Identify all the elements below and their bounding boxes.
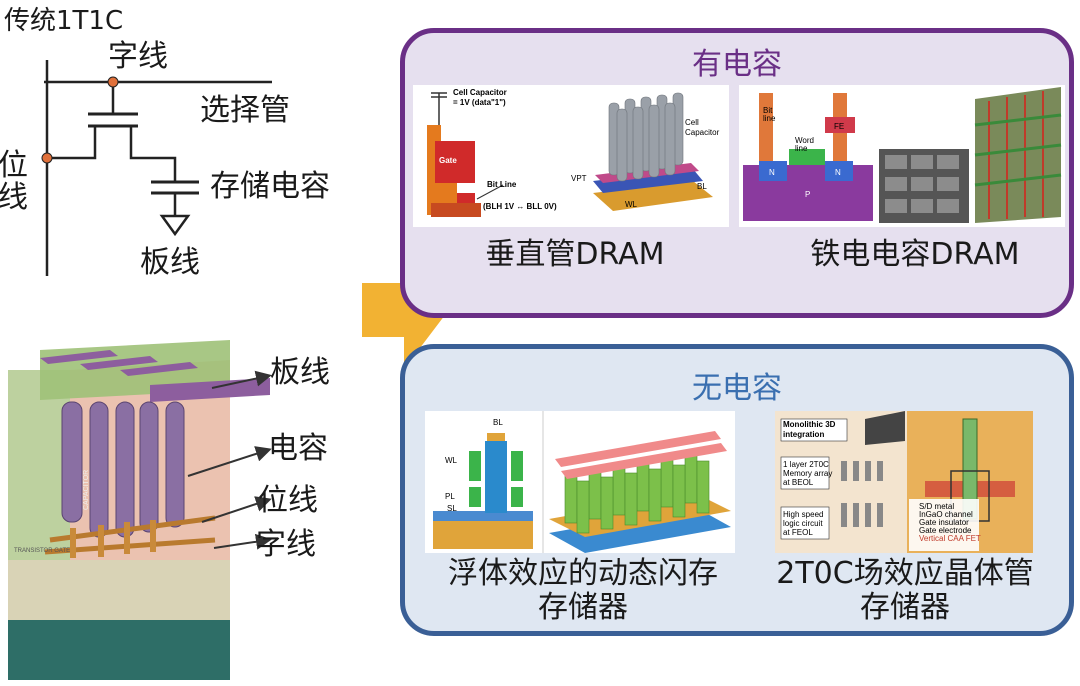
svg-text:FE: FE xyxy=(834,122,844,131)
capacitor-inner-text: CAPACITOR xyxy=(83,470,90,510)
bit-line-label: 位线 xyxy=(0,148,28,215)
2t0c-fet-memory-image: Monolithic 3D integration 1 layer 2T0C M… xyxy=(775,411,1033,553)
2t0c-memory-caption-line1: 2T0C场效应晶体管 xyxy=(776,556,1034,591)
svg-text:at FEOL: at FEOL xyxy=(783,528,813,537)
panel-without-capacitor-title: 无电容 xyxy=(692,371,782,406)
svg-text:PL: PL xyxy=(445,492,455,501)
svg-text:WL: WL xyxy=(625,200,638,209)
circuit-title: 传统1T1C xyxy=(4,6,124,36)
ferroelectric-capacitor-dram-image: Bit line FE Word line N N P xyxy=(739,85,1065,227)
svg-text:BL: BL xyxy=(493,418,503,427)
svg-text:BL: BL xyxy=(697,182,707,191)
panel-without-capacitor: 无电容 BL WL PL SL xyxy=(400,344,1074,636)
transistor-label: 选择管 xyxy=(200,93,290,128)
word-line-label: 字线 xyxy=(108,39,168,74)
svg-text:1 layer 2T0C: 1 layer 2T0C xyxy=(783,460,829,469)
capacitor-pillar xyxy=(115,401,135,538)
svg-text:N: N xyxy=(769,168,775,177)
panel-with-capacitor: 有电容 Cell Capacitor = 1V (data"1") Gate B… xyxy=(400,28,1074,318)
capacitor-pillar xyxy=(165,401,185,528)
bit-line-bar xyxy=(49,515,216,543)
svg-text:Cell Capacitor: Cell Capacitor xyxy=(453,88,507,97)
ferroelectric-capacitor-dram-caption: 铁电电容DRAM xyxy=(810,237,1020,272)
dram-3d-stack-illustration: CAPACITOR TRANSISTOR GATE xyxy=(8,340,270,680)
capacitor-label: 存储电容 xyxy=(210,169,330,204)
svg-text:N: N xyxy=(835,168,841,177)
plate-line-bar xyxy=(150,378,270,402)
svg-text:Gate: Gate xyxy=(439,156,457,165)
2t0c-memory-caption-line2: 存储器 xyxy=(860,590,950,625)
svg-text:S/D metal: S/D metal xyxy=(919,502,954,511)
svg-text:P: P xyxy=(805,190,810,199)
svg-text:line: line xyxy=(763,114,776,123)
svg-text:InGaO channel: InGaO channel xyxy=(919,510,973,519)
svg-text:integration: integration xyxy=(783,430,824,439)
svg-text:Bit Line: Bit Line xyxy=(487,180,517,189)
stack-word-line-label: 字线 xyxy=(256,527,316,562)
transistor-gate-inner-text: TRANSISTOR GATE xyxy=(14,548,70,554)
stack-label-arrows xyxy=(187,370,272,550)
svg-text:(BLH 1V ↔ BLL 0V): (BLH 1V ↔ BLL 0V) xyxy=(483,202,557,211)
svg-text:Capacitor: Capacitor xyxy=(685,128,720,137)
svg-text:line: line xyxy=(795,144,808,153)
svg-text:Vertical CAA FET: Vertical CAA FET xyxy=(919,534,981,543)
svg-text:SL: SL xyxy=(447,504,457,513)
svg-text:= 1V (data"1"): = 1V (data"1") xyxy=(453,98,506,107)
svg-text:Memory array: Memory array xyxy=(783,469,832,478)
svg-text:Word: Word xyxy=(795,136,814,145)
capacitor-pillar xyxy=(61,401,83,523)
vertical-transistor-dram-caption: 垂直管DRAM xyxy=(485,237,665,272)
svg-text:logic circuit: logic circuit xyxy=(783,519,823,528)
svg-text:Gate insulator: Gate insulator xyxy=(919,518,969,527)
plate-line-ground-icon xyxy=(159,214,191,237)
svg-text:Gate electrode: Gate electrode xyxy=(919,526,972,535)
vertical-transistor-dram-image: Cell Capacitor = 1V (data"1") Gate Bit L… xyxy=(413,85,729,227)
svg-text:Cell: Cell xyxy=(685,118,699,127)
bit-line-node xyxy=(41,152,53,164)
capacitor-pillar xyxy=(139,401,159,533)
floating-body-dram-caption-line1: 浮体效应的动态闪存 xyxy=(448,556,718,591)
circuit-schematic xyxy=(41,60,272,276)
floating-body-dram-caption-line2: 存储器 xyxy=(538,590,628,625)
word-line-node xyxy=(107,76,119,88)
plate-line-label: 板线 xyxy=(140,245,200,280)
stack-plate-line-label: 板线 xyxy=(270,355,330,390)
svg-text:at BEOL: at BEOL xyxy=(783,478,814,487)
floating-body-dram-image: BL WL PL SL xyxy=(425,411,735,553)
svg-text:Bit: Bit xyxy=(763,106,773,115)
panel-with-capacitor-title: 有电容 xyxy=(692,47,782,82)
stack-capacitor-label: 电容 xyxy=(268,431,328,466)
svg-text:High speed: High speed xyxy=(783,510,823,519)
stack-bit-line-label: 位线 xyxy=(258,483,318,518)
svg-text:WL: WL xyxy=(445,456,458,465)
capacitor-pillar xyxy=(89,401,109,538)
svg-text:Monolithic 3D: Monolithic 3D xyxy=(783,420,836,429)
svg-text:VPT: VPT xyxy=(571,174,587,183)
gate-block xyxy=(435,141,475,183)
